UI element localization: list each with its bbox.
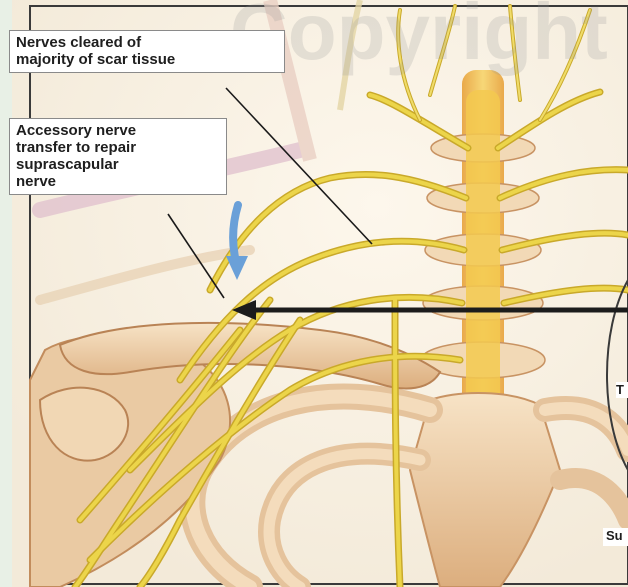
callout-scar-tissue: Nerves cleared of majority of scar tissu… bbox=[9, 30, 285, 73]
callout-accessory-nerve-transfer: Accessory nerve transfer to repair supra… bbox=[9, 118, 227, 195]
edge-label-right-mid: T bbox=[616, 382, 628, 398]
left-page-margin bbox=[0, 0, 12, 587]
spinal-cord-front bbox=[466, 90, 500, 430]
edge-label-right-bottom: Su bbox=[603, 528, 628, 546]
